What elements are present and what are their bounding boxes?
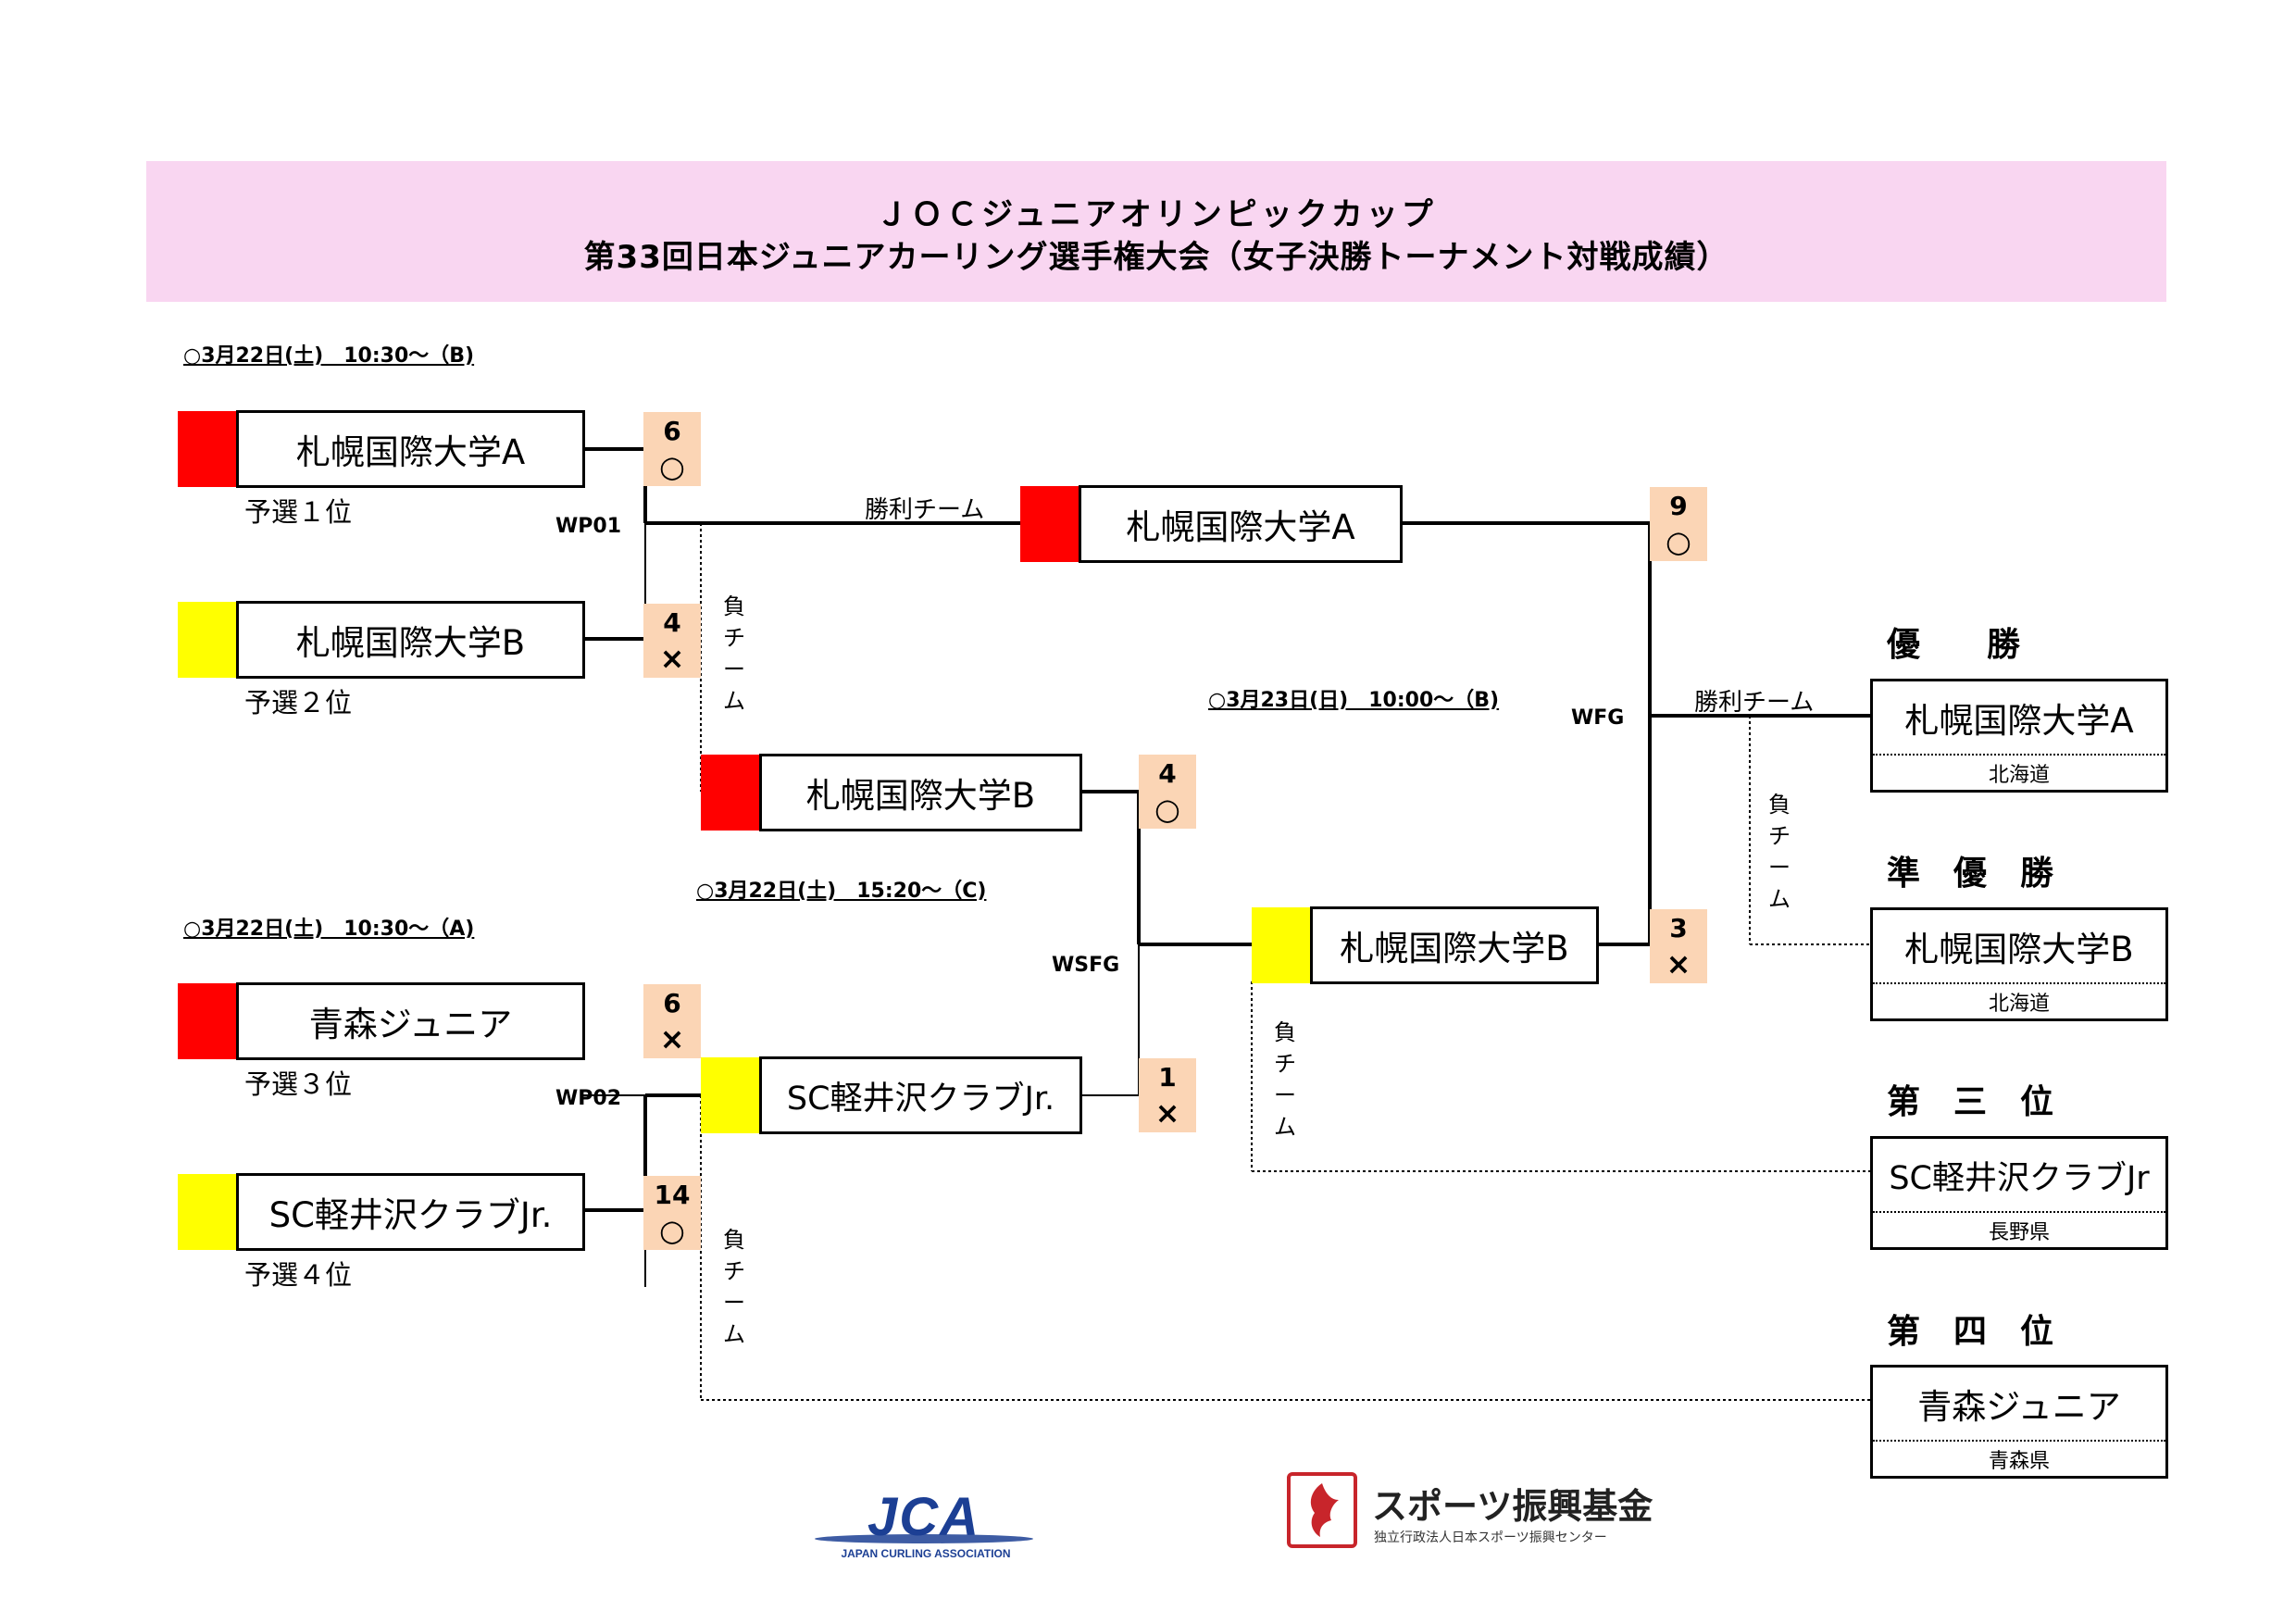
score-wsfg-bottom: 1 ×	[1139, 1058, 1196, 1132]
score-number: 9	[1669, 491, 1688, 521]
sport-fund-emblem-icon	[1287, 1472, 1357, 1548]
score-wp02-bottom: 14 ○	[643, 1176, 701, 1250]
score-number: 4	[1158, 758, 1177, 789]
result-team: 青森ジュニア	[1873, 1368, 2165, 1442]
loser-label-wsfg: 負 チ ー ム	[1274, 1019, 1296, 1140]
game-code-wp01: WP01	[555, 515, 622, 538]
place-label-1: 優 勝	[1887, 626, 2021, 664]
jca-logo-ring	[815, 1534, 1033, 1543]
score-number: 1	[1158, 1062, 1177, 1093]
score-number: 6	[663, 416, 681, 446]
place-label-4: 第 四 位	[1887, 1313, 2054, 1351]
schedule-wfg: ○3月23日(日) 10:00～（B)	[1208, 689, 1500, 712]
stone-color-red	[701, 755, 760, 831]
team-wsfg-bottom: SC軽井沢クラブJr.	[759, 1056, 1082, 1134]
score-mark: ○	[659, 1213, 685, 1248]
schedule-wp01: ○3月22日(土) 10:30～（B)	[183, 344, 475, 368]
result-1: 札幌国際大学A 北海道	[1870, 679, 2168, 793]
loser-label-wp02: 負 チ ー ム	[723, 1227, 745, 1347]
schedule-wsfg: ○3月22日(土) 15:20～（C)	[696, 880, 987, 903]
seed-3: 予選３位	[244, 1068, 353, 1100]
team-wp01-top: 札幌国際大学A	[236, 410, 585, 488]
stone-color-yellow	[701, 1057, 760, 1133]
game-code-wp02: WP02	[555, 1087, 622, 1110]
schedule-wp02: ○3月22日(土) 10:30～（A)	[183, 918, 475, 941]
stone-color-red	[178, 411, 237, 487]
sport-fund-name: スポーツ振興基金	[1372, 1486, 1653, 1527]
sport-fund-logo: スポーツ振興基金 独立行政法人日本スポーツ振興センター	[1287, 1472, 1653, 1555]
winner-label-wfg: 勝利チーム	[1694, 689, 1815, 717]
team-wp02-top: 青森ジュニア	[236, 982, 585, 1060]
sport-fund-subtext: 独立行政法人日本スポーツ振興センター	[1374, 1530, 1607, 1545]
place-label-3: 第 三 位	[1887, 1083, 2054, 1121]
team-wp01-bottom: 札幌国際大学B	[236, 601, 585, 679]
title-line-2: 第33回日本ジュニアカーリング選手権大会（女子決勝トーナメント対戦成績）	[583, 239, 1729, 276]
jca-logo: JCA JAPAN CURLING ASSOCIATION	[815, 1486, 1037, 1566]
team-wfg-top: 札幌国際大学A	[1079, 485, 1403, 563]
game-code-wfg: WFG	[1571, 706, 1625, 730]
score-mark: ○	[1154, 792, 1180, 827]
score-wsfg-top: 4 ○	[1139, 755, 1196, 829]
stone-color-yellow	[178, 1174, 237, 1250]
score-wfg-bottom: 3 ×	[1650, 909, 1707, 983]
title-line-1: ＪＯＣジュニアオリンピックカップ	[876, 196, 1437, 233]
score-number: 3	[1669, 913, 1688, 943]
game-code-wsfg: WSFG	[1052, 954, 1120, 977]
result-prefecture: 青森県	[1988, 1449, 2050, 1473]
score-number: 6	[663, 988, 681, 1018]
result-team: 札幌国際大学B	[1873, 910, 2165, 984]
result-prefecture: 北海道	[1988, 763, 2050, 787]
seed-1: 予選１位	[244, 496, 353, 528]
score-wfg-top: 9 ○	[1650, 487, 1707, 561]
score-number: 14	[654, 1180, 691, 1210]
result-team: SC軽井沢クラブJr	[1873, 1139, 2165, 1213]
title-banner: ＪＯＣジュニアオリンピックカップ 第33回日本ジュニアカーリング選手権大会（女子…	[146, 161, 2166, 302]
place-label-2: 準 優 勝	[1887, 855, 2054, 893]
team-wp02-bottom: SC軽井沢クラブJr.	[236, 1173, 585, 1251]
stone-color-red	[1020, 486, 1079, 562]
stone-color-red	[178, 983, 237, 1059]
result-3: SC軽井沢クラブJr 長野県	[1870, 1136, 2168, 1250]
score-mark: ×	[1154, 1095, 1180, 1131]
team-wfg-bottom: 札幌国際大学B	[1310, 906, 1599, 984]
score-mark: ×	[659, 641, 685, 676]
loser-label-wp01: 負 チ ー ム	[723, 593, 745, 714]
stone-color-yellow	[1252, 907, 1311, 983]
result-team: 札幌国際大学A	[1873, 681, 2165, 756]
result-4: 青森ジュニア 青森県	[1870, 1365, 2168, 1479]
score-mark: ○	[1666, 524, 1691, 559]
score-wp02-top: 6 ×	[643, 984, 701, 1058]
loser-label-wfg: 負 チ ー ム	[1768, 792, 1791, 912]
team-wsfg-top: 札幌国際大学B	[759, 754, 1082, 831]
seed-2: 予選２位	[244, 687, 353, 718]
score-wp01-top: 6 ○	[643, 412, 701, 486]
result-2: 札幌国際大学B 北海道	[1870, 907, 2168, 1021]
jca-logo-subtext: JAPAN CURLING ASSOCIATION	[841, 1547, 1011, 1560]
result-prefecture: 長野県	[1988, 1220, 2050, 1244]
score-mark: ○	[659, 449, 685, 484]
score-number: 4	[663, 607, 681, 638]
score-mark: ×	[659, 1021, 685, 1056]
winner-label-wp01: 勝利チーム	[865, 496, 985, 524]
result-prefecture: 北海道	[1988, 992, 2050, 1016]
score-wp01-bottom: 4 ×	[643, 604, 701, 678]
seed-4: 予選４位	[244, 1259, 353, 1291]
stone-color-yellow	[178, 602, 237, 678]
score-mark: ×	[1666, 946, 1691, 981]
